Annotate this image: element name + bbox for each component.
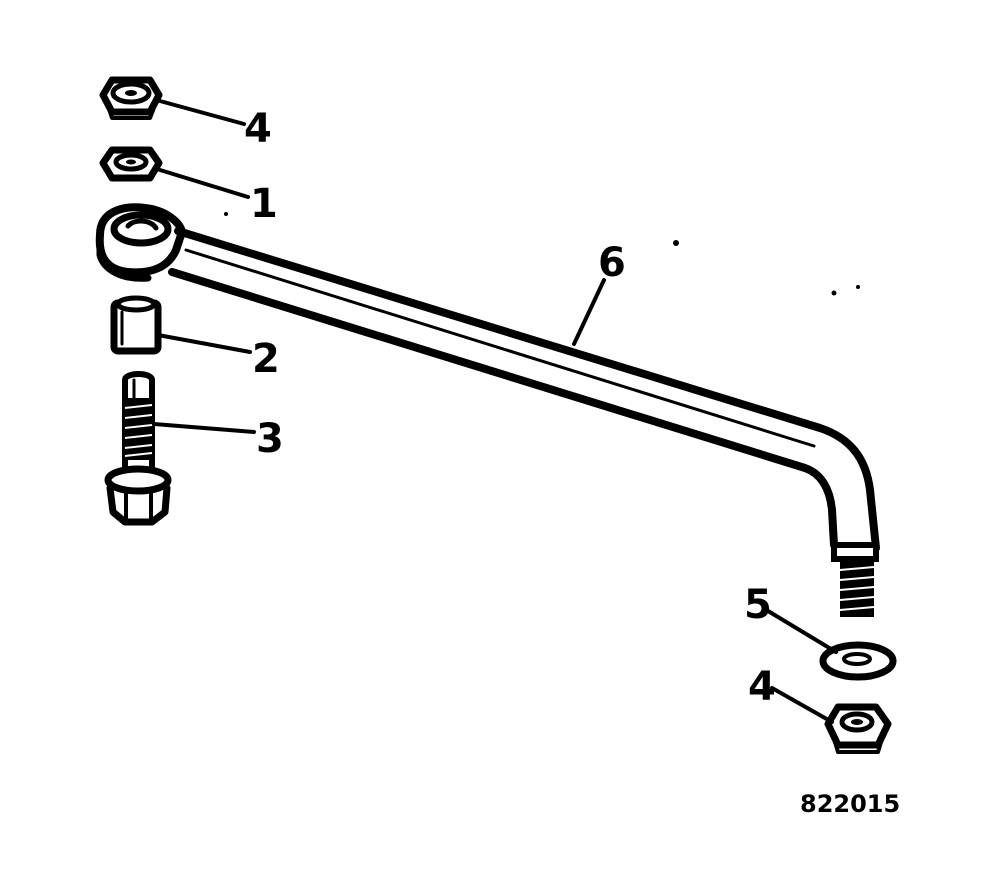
callout-bolt: 3 [256,416,284,462]
figure-number: 822015 [800,790,900,818]
bottom-hex-nut-part [824,703,892,754]
callout-top-nut: 4 [244,106,272,152]
scan-specks [224,212,860,296]
callout-flat-washer: 5 [744,582,772,628]
hex-bolt-part [104,371,172,526]
callout-lock-washer: 1 [250,181,278,227]
callout-bottom-nut: 4 [748,664,776,710]
callout-link-rod: 6 [598,240,626,286]
spacer-sleeve-part [110,295,162,355]
leader-lines [152,99,838,724]
steering-link-rod-part [95,203,880,617]
top-hex-nut-part [99,76,163,120]
lock-washer-part [99,146,163,182]
flat-washer-part [819,641,897,681]
callout-spacer: 2 [252,336,280,382]
